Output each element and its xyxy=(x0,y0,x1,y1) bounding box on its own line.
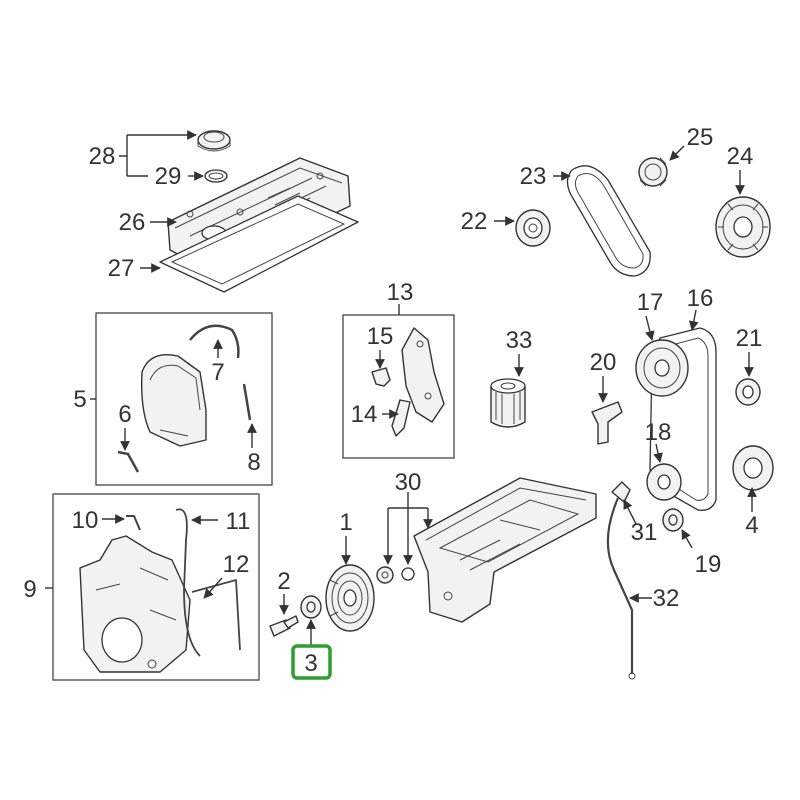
oil-dipstick xyxy=(606,497,636,680)
camshaft-sprocket xyxy=(715,196,771,258)
callout-5[interactable]: 5 xyxy=(73,386,86,413)
crankshaft-sprocket xyxy=(646,463,682,501)
callout-9[interactable]: 9 xyxy=(23,576,36,603)
callout-15[interactable]: 15 xyxy=(367,323,394,350)
callout-21[interactable]: 21 xyxy=(736,325,763,352)
pump-bracket xyxy=(391,399,411,437)
front-case xyxy=(79,535,191,673)
callout-16[interactable]: 16 xyxy=(687,285,714,312)
tensioner-bearing xyxy=(735,378,761,406)
callout-18[interactable]: 18 xyxy=(645,419,672,446)
leader-lines xyxy=(45,130,757,648)
callout-6[interactable]: 6 xyxy=(118,401,131,428)
callout-2[interactable]: 2 xyxy=(277,568,290,595)
callout-11[interactable]: 11 xyxy=(226,508,251,535)
timing-belt-upper xyxy=(566,165,651,277)
callout-3[interactable]: 3 xyxy=(304,650,317,677)
belt-tensioner xyxy=(591,401,623,445)
timing-cover-seal-upper xyxy=(189,324,240,359)
sprocket-plate xyxy=(732,445,774,491)
callout-14[interactable]: 14 xyxy=(351,401,378,428)
front-case-gasket xyxy=(175,508,241,657)
oil-pump-plate xyxy=(401,327,445,423)
callout-29[interactable]: 29 xyxy=(155,163,182,190)
timing-cover-bracket xyxy=(117,450,140,473)
callout-25[interactable]: 25 xyxy=(687,124,714,151)
pulley-bolt xyxy=(269,615,299,637)
callout-30[interactable]: 30 xyxy=(395,469,422,496)
crankshaft-washer xyxy=(300,595,322,619)
oil-pump-sprocket xyxy=(635,339,689,397)
callout-20[interactable]: 20 xyxy=(590,349,617,376)
valve-cover-gasket xyxy=(159,195,359,293)
callout-1[interactable]: 1 xyxy=(339,509,352,536)
oil-filler-cap xyxy=(197,130,231,152)
idler-pulley xyxy=(515,209,551,247)
cap-o-ring xyxy=(204,169,228,183)
callout-13[interactable]: 13 xyxy=(387,279,414,306)
callout-17[interactable]: 17 xyxy=(637,289,664,316)
timing-cover-seal-strip xyxy=(242,383,252,421)
callout-22[interactable]: 22 xyxy=(461,208,488,235)
callout-31[interactable]: 31 xyxy=(631,519,658,546)
callout-12[interactable]: 12 xyxy=(223,551,250,578)
case-bolt xyxy=(126,515,141,531)
oil-pan xyxy=(413,477,597,623)
callout-27[interactable]: 27 xyxy=(108,255,135,282)
callout-19[interactable]: 19 xyxy=(695,551,722,578)
oil-filter xyxy=(490,378,526,428)
crankshaft-flange xyxy=(662,508,684,532)
callout-8[interactable]: 8 xyxy=(247,449,260,476)
drain-gasket xyxy=(401,567,415,581)
callout-7[interactable]: 7 xyxy=(211,359,224,386)
callout-28[interactable]: 28 xyxy=(89,143,116,170)
drain-plug xyxy=(376,566,394,584)
callout-labels: 28 29 26 27 23 22 25 24 13 15 14 33 17 1… xyxy=(23,124,762,677)
crankshaft-pulley xyxy=(325,564,375,632)
callout-4[interactable]: 4 xyxy=(745,512,758,539)
pump-valve xyxy=(371,367,391,387)
group-box-front-case xyxy=(52,493,260,681)
small-sprocket xyxy=(638,157,668,187)
highlight-box xyxy=(291,644,332,680)
upper-timing-cover xyxy=(140,354,207,447)
callout-23[interactable]: 23 xyxy=(520,163,547,190)
callout-26[interactable]: 26 xyxy=(119,209,146,236)
callout-24[interactable]: 24 xyxy=(727,143,754,170)
dipstick-guide xyxy=(611,481,631,503)
callout-33[interactable]: 33 xyxy=(506,327,533,354)
callout-10[interactable]: 10 xyxy=(72,507,99,534)
callout-32[interactable]: 32 xyxy=(653,585,680,612)
